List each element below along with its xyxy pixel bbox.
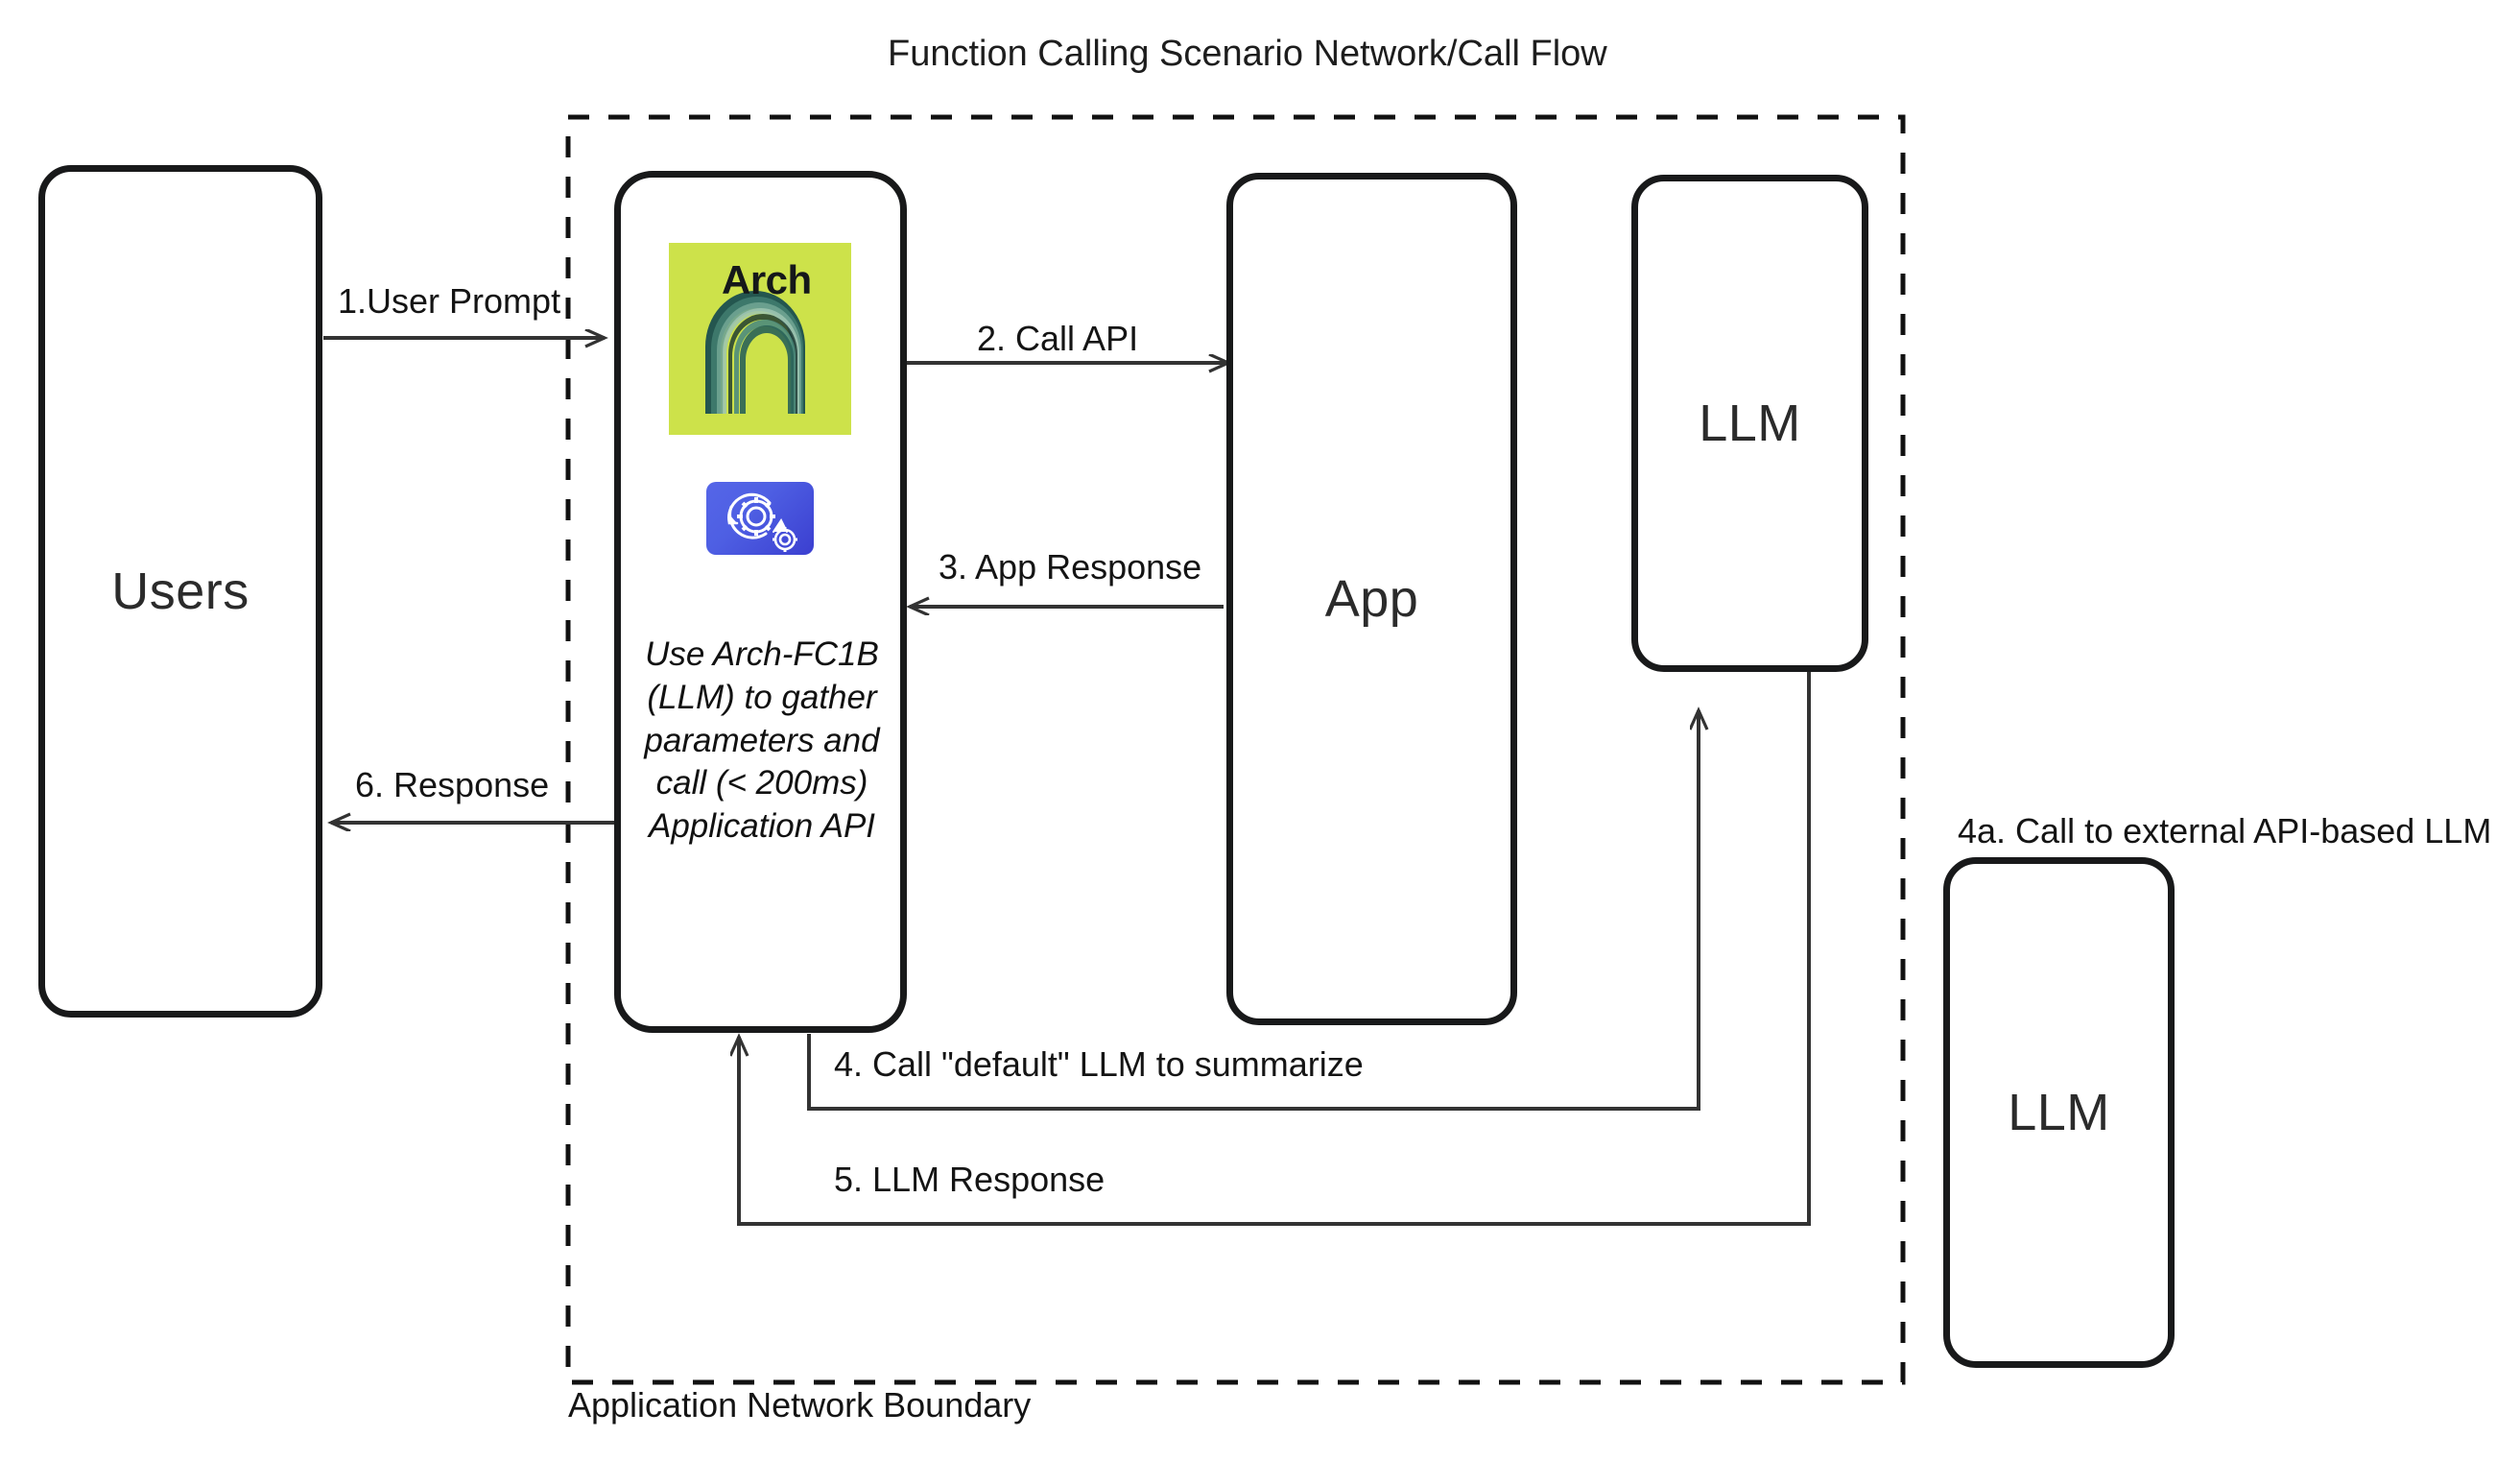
node-llm-external[interactable]: LLM (1943, 857, 2175, 1368)
edge-label-user-prompt: 1.User Prompt (338, 281, 561, 321)
node-llm-internal[interactable]: LLM (1631, 175, 1868, 672)
boundary-label: Application Network Boundary (568, 1385, 1032, 1425)
page-title: Function Calling Scenario Network/Call F… (888, 34, 1607, 74)
arch-note-text: Use Arch-FC1B (LLM) to gather parameters… (644, 635, 880, 846)
arch-logo-graphic (705, 291, 805, 414)
node-llm-internal-label: LLM (1699, 395, 1801, 452)
application-network-boundary (565, 114, 1906, 1385)
node-users[interactable]: Users (38, 165, 322, 1018)
edge-label-app-response: 3. App Response (939, 547, 1202, 587)
node-users-label: Users (111, 563, 250, 620)
node-arch[interactable] (614, 171, 907, 1033)
edge-label-llm-response: 5. LLM Response (834, 1160, 1105, 1199)
edge-line-call-default-llm (807, 710, 1699, 1111)
arch-gear-tile (706, 482, 814, 555)
arch-logo-label: Arch (722, 257, 812, 302)
gears-refresh-icon (727, 492, 797, 552)
edge-line-llm-response (739, 672, 1811, 1226)
node-llm-external-label: LLM (2008, 1084, 2110, 1141)
external-llm-note: 4a. Call to external API-based LLM (1958, 811, 2492, 850)
node-app[interactable]: App (1226, 173, 1517, 1025)
edge-label-call-default-llm: 4. Call "default" LLM to summarize (834, 1044, 1364, 1084)
edge-label-call-api: 2. Call API (977, 319, 1139, 358)
edge-label-response: 6. Response (355, 765, 550, 804)
arch-logo-tile (669, 243, 851, 435)
node-app-label: App (1324, 570, 1419, 628)
